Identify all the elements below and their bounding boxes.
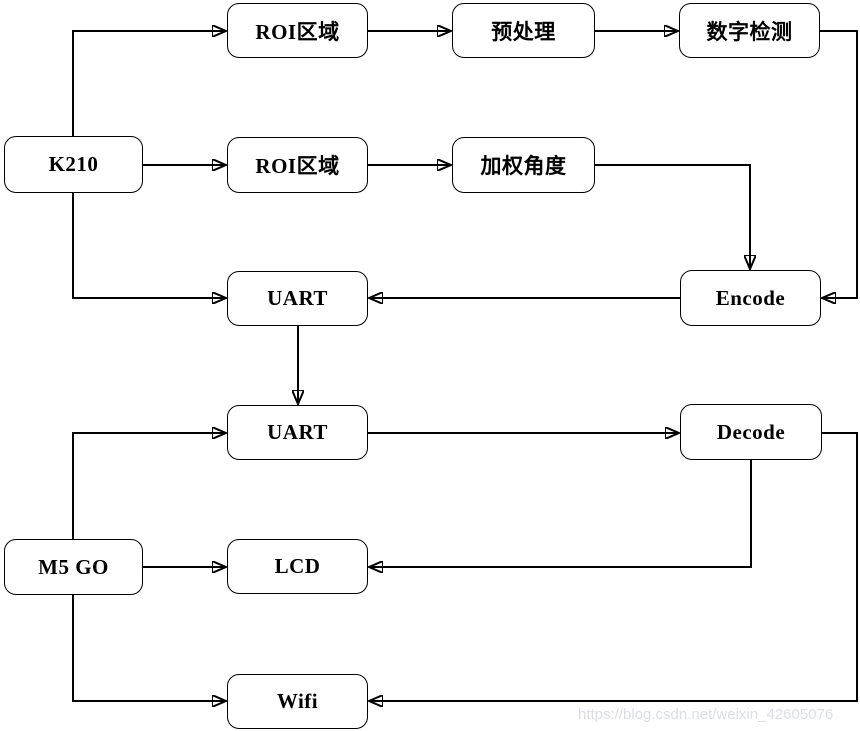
edge-k210-roi-top — [72, 31, 225, 136]
node-uart-k210: UART — [227, 271, 368, 326]
node-roi-region-top: ROI区域 — [227, 3, 368, 58]
edge-m5go-uart-m5go — [72, 433, 225, 539]
node-digit-detect: 数字检测 — [679, 3, 820, 58]
node-roi-region-mid: ROI区域 — [227, 137, 368, 193]
node-uart-m5go: UART — [227, 405, 368, 460]
node-lcd: LCD — [227, 539, 368, 594]
csdn-watermark: https://blog.csdn.net/weixin_42605076 — [578, 706, 834, 723]
node-m5go: M5 GO — [4, 539, 143, 595]
node-decode: Decode — [680, 404, 822, 460]
node-wifi: Wifi — [227, 674, 368, 729]
node-encode: Encode — [680, 270, 821, 326]
edge-decode-lcd — [370, 460, 752, 567]
edge-weighted-angle-encode — [595, 164, 750, 268]
edge-k210-uart-k210 — [72, 193, 225, 298]
edge-decode-wifi — [370, 432, 858, 701]
edge-m5go-wifi — [72, 595, 225, 701]
node-k210: K210 — [4, 136, 143, 193]
edge-digit-detect-encode — [820, 30, 858, 298]
node-preprocess: 预处理 — [452, 3, 595, 58]
node-weighted-angle: 加权角度 — [452, 137, 595, 193]
